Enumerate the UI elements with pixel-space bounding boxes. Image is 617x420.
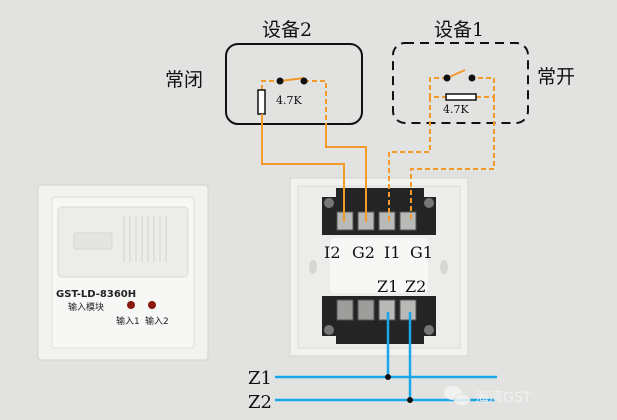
led-input1 [127,301,135,309]
terminal-I2: I2 [324,243,341,262]
wire-I2 [261,114,345,222]
wire-G1 [410,97,495,222]
device2-resistor: 4.7K [276,94,302,107]
bus-label-Z2: Z2 [248,392,272,413]
led-input2 [148,301,156,309]
input-module: GST-LD-8360H 输入模块 输入1 输入2 [37,184,209,361]
terminal-base: I2 G2 I1 G1 Z1 Z2 [289,177,469,357]
resistor [445,93,477,101]
led1-label: 输入1 [116,315,140,327]
wechat-icon [444,386,471,407]
terminal-G2: G2 [352,243,375,262]
device2: 设备2 常闭 4.7K [165,19,363,147]
watermark-text: 海湾GST [475,389,532,406]
device1-title: 设备1 [434,19,484,41]
device2-title: 设备2 [262,19,312,41]
terminal-I1: I1 [384,243,401,262]
wire-G2 [325,124,367,222]
device2-state: 常闭 [165,69,203,91]
device1: 设备1 常开 4.7K [392,19,575,124]
led2-label: 输入2 [145,315,169,327]
device1-resistor: 4.7K [443,103,469,116]
bus-label-Z1: Z1 [248,368,272,389]
wire-I1 [388,97,431,222]
device1-state: 常开 [537,66,575,88]
resistor [257,89,266,115]
terminal-Z1: Z1 [377,277,398,296]
terminal-Z2: Z2 [405,277,426,296]
module-name: 输入模块 [68,301,104,313]
module-model: GST-LD-8360H [56,289,136,300]
watermark: 海湾GST [444,386,532,407]
terminal-G1: G1 [410,243,433,262]
